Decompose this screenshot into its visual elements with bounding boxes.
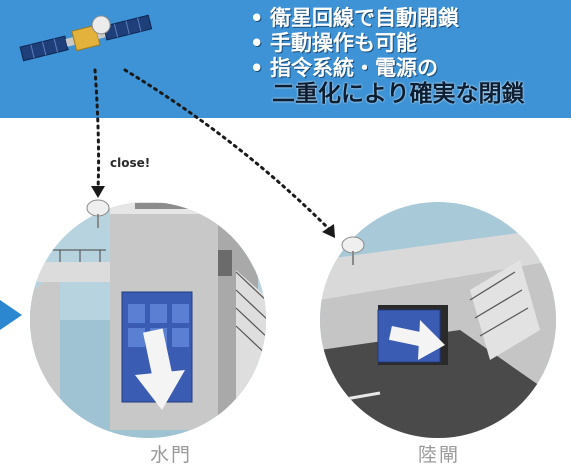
arrow-right-icon [0,300,22,330]
feature-text: 指令系統・電源の [270,56,438,80]
feature-list: •衛星回線で自動閉鎖 •手動操作も可能 •指令系統・電源の 二重化により確実な閉… [250,6,568,108]
feature-item: •指令系統・電源の [250,56,568,81]
bullet-marker: • [250,6,264,30]
antenna-dish-icon [86,199,110,228]
land-gate-illustration [320,202,556,438]
satellite-icon [19,14,153,62]
feature-text: 衛星回線で自動閉鎖 [270,6,459,30]
signal-arrowhead [91,186,105,198]
feature-text: 手動操作も可能 [270,31,417,55]
caption-water-gate: 水門 [150,444,193,466]
signal-path [93,68,332,232]
close-signal-label: close! [110,156,151,170]
antenna-dish-icon [341,236,365,265]
signal-arrowhead [322,224,335,238]
caption-land-gate: 陸閘 [418,444,461,466]
feature-continuation: 二重化により確実な閉鎖 [272,81,525,107]
gate-right-arrow-icon [388,320,445,360]
bullet-marker: • [250,31,264,55]
feature-item: •手動操作も可能 [250,31,568,56]
feature-item: •衛星回線で自動閉鎖 [250,6,568,31]
bullet-marker: • [250,56,264,80]
gate-down-arrow-icon [135,328,185,410]
water-gate-illustration [30,199,266,438]
